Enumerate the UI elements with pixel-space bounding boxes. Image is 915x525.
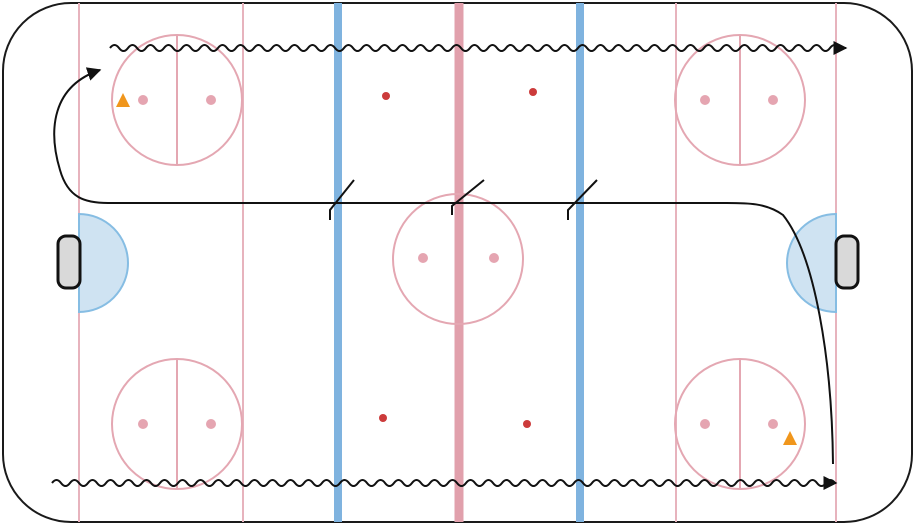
stop-mark-1 xyxy=(329,179,355,220)
cone-top-left xyxy=(116,93,130,107)
faceoff-circle-top-right xyxy=(674,34,806,166)
faceoff-circle-bottom-right xyxy=(674,358,806,490)
neutral-dot-top-left xyxy=(382,92,390,100)
neutral-dot-bottom-left xyxy=(379,414,387,422)
faceoff-circle-bottom-left xyxy=(111,358,243,490)
left-goal-crease xyxy=(78,212,129,314)
neutral-dot-top-right xyxy=(529,88,537,96)
stop-mark-3 xyxy=(567,179,598,220)
neutral-dot-bottom-right xyxy=(523,420,531,428)
stop-marks xyxy=(329,179,598,220)
faceoff-circle-top-left xyxy=(111,34,243,166)
puck-carry-path-top xyxy=(109,41,848,55)
puck-carry-path-bottom xyxy=(51,476,838,490)
cone-bottom-right xyxy=(783,431,797,445)
skating-path xyxy=(53,67,834,465)
stop-mark-2 xyxy=(451,179,485,215)
center-faceoff-circle xyxy=(392,193,524,325)
right-net xyxy=(834,234,860,290)
left-net xyxy=(56,234,82,290)
